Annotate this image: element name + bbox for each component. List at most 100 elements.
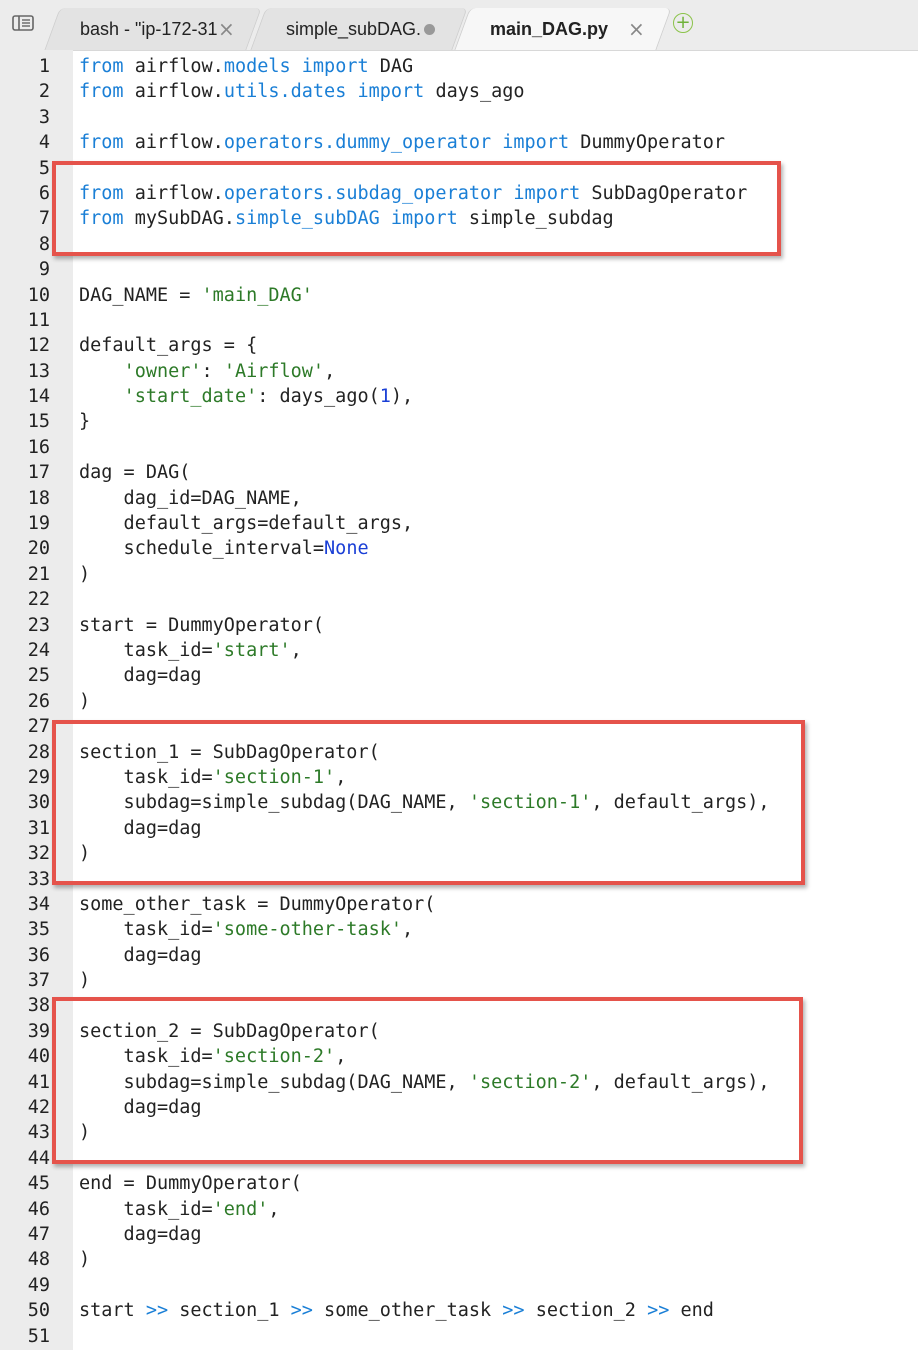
code-text: dag=dag [79,943,202,968]
line-number: 16 [27,436,50,458]
highlight-box-section-1 [52,720,805,885]
code-token: task_id= [79,766,213,788]
tab-simple-subdag[interactable]: simple_subDAG. [250,8,468,50]
close-icon[interactable]: × [218,17,235,41]
keyword-token: operators.dummy_operator [223,132,492,154]
code-line: 3 [0,105,918,130]
line-number: 31 [27,817,50,839]
code-token: subdag=simple_subdag(DAG_NAME, [79,792,469,814]
code-line: 36 dag=dag [0,943,918,968]
line-number: 49 [27,1274,50,1296]
tab-bar: bash - "ip-172-31 × simple_subDAG. main_… [0,0,918,51]
code-text: from mySubDAG.simple_subDAG import simpl… [79,206,614,231]
code-token: ) [79,970,91,992]
code-line: 30 subdag=simple_subdag(DAG_NAME, 'secti… [0,790,918,815]
line-number: 41 [27,1071,50,1093]
line-number: 40 [27,1046,50,1068]
code-line: 13 'owner': 'Airflow', [0,359,918,384]
code-text: ) [79,1247,90,1272]
string-token: 'section-1' [212,766,336,788]
code-text: ) [79,968,90,993]
code-text: from airflow.operators.subdag_operator i… [79,181,747,206]
keyword-token: import [513,182,581,204]
line-number: 20 [27,538,50,560]
code-text: some_other_task = DummyOperator( [79,892,435,917]
code-line: 27 [0,714,918,739]
tab-bash[interactable]: bash - "ip-172-31 × [44,8,262,50]
line-number: 1 [38,56,50,77]
code-token: dag=dag [79,944,202,966]
line-number: 42 [27,1097,50,1119]
keyword-token: from [79,81,124,103]
code-line: 38 [0,993,918,1018]
keyword-token: >> [502,1300,525,1322]
code-token: task_id= [79,919,213,941]
code-text: start = DummyOperator( [79,613,324,638]
line-number: 43 [27,1122,50,1144]
code-line: 22 [0,587,918,612]
code-line: 37) [0,968,918,993]
line-number: 44 [27,1147,50,1169]
code-text: subdag=simple_subdag(DAG_NAME, 'section-… [79,1070,770,1095]
line-number: 32 [27,843,50,865]
code-token: , default_args), [591,1071,770,1093]
string-token: 'owner' [123,360,202,382]
code-token [79,386,124,407]
keyword-token: import [301,56,369,77]
line-number: 14 [27,386,50,408]
line-number: 47 [27,1223,50,1245]
code-token: ) [79,1249,91,1271]
close-icon[interactable]: × [628,17,645,41]
code-token: task_id= [79,1198,213,1220]
code-token: , [290,639,302,661]
code-token [346,81,357,102]
highlight-box-section-2 [52,997,803,1164]
code-line: 51 [0,1324,918,1349]
code-line: 46 task_id='end', [0,1197,918,1222]
line-number: 10 [27,284,50,306]
code-token: task_id= [79,639,213,661]
keyword-token: from [79,208,124,230]
code-token: task_id= [79,1046,213,1068]
line-number: 4 [38,132,50,154]
line-number: 5 [38,157,50,179]
code-text: } [79,409,90,434]
tab-label: bash - "ip-172-31 [80,18,218,39]
code-token: ) [79,1122,91,1144]
code-text: from airflow.utils.dates import days_ago [79,79,525,104]
code-line: 26) [0,689,918,714]
code-line: 19 default_args=default_args, [0,511,918,536]
code-token: ) [79,843,91,865]
menu-icon[interactable] [10,10,36,36]
code-text: end = DummyOperator( [79,1171,302,1196]
tab-main-dag[interactable]: main_DAG.py × [454,8,672,50]
code-line: 20 schedule_interval=None [0,536,918,561]
code-token: dag=dag [79,665,202,687]
code-line: 35 task_id='some-other-task', [0,917,918,942]
code-token: subdag=simple_subdag(DAG_NAME, [79,1071,469,1093]
code-token [291,56,302,77]
code-text: dag=dag [79,1222,202,1247]
keyword-token: >> [145,1300,169,1322]
code-line: 32) [0,841,918,866]
code-line: 5 [0,156,918,181]
code-text: task_id='end', [79,1197,280,1222]
unsaved-dot-icon[interactable] [424,8,435,50]
code-token: default_args = { [79,335,258,357]
line-number: 24 [27,639,50,661]
code-line: 49 [0,1273,918,1298]
line-number: 19 [27,513,50,535]
code-token: section_1 = SubDagOperator( [79,741,380,763]
add-tab-icon[interactable]: + [673,13,693,33]
code-token: schedule_interval= [79,538,325,560]
line-number: 8 [38,233,50,255]
string-token: 'start' [212,639,291,661]
line-number: 29 [27,766,50,788]
code-text: ) [79,841,90,866]
code-token: section_1 [168,1300,291,1322]
highlight-box-imports [52,161,781,256]
